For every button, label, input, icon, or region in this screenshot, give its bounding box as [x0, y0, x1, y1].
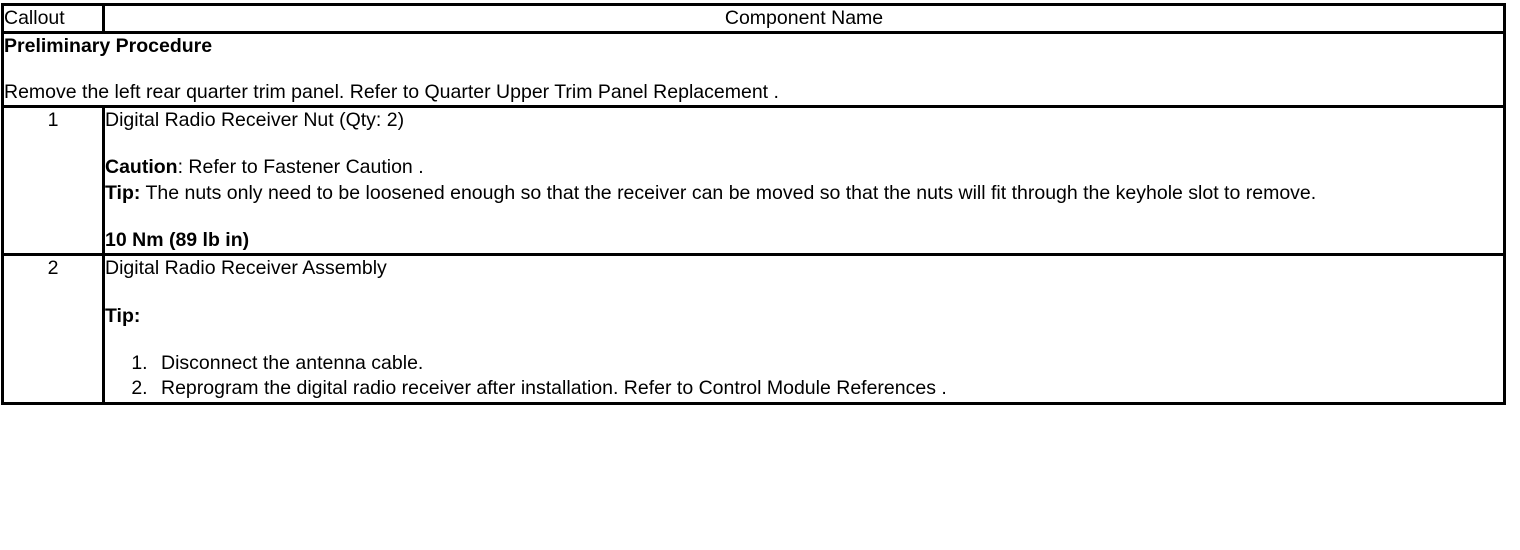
tip-label: Tip:: [105, 304, 141, 327]
tip-step-list: Disconnect the antenna cable. Reprogram …: [105, 351, 1503, 402]
preliminary-procedure-text: Remove the left rear quarter trim panel.…: [4, 80, 779, 103]
tip-line: Tip: The nuts only need to be loosened e…: [105, 181, 1503, 206]
preliminary-procedure-row: Preliminary Procedure Remove the left re…: [1, 31, 1506, 109]
preliminary-procedure-title: Preliminary Procedure: [4, 35, 213, 58]
callout-number: 2: [1, 253, 105, 405]
callout-number: 1: [1, 105, 105, 257]
component-title: Digital Radio Receiver Assembly: [105, 257, 387, 280]
preliminary-procedure-cell: Preliminary Procedure Remove the left re…: [1, 31, 1506, 109]
component-title: Digital Radio Receiver Nut (Qty: 2): [105, 109, 405, 132]
header-component-name: Component Name: [102, 2, 1506, 35]
list-item: Disconnect the antenna cable.: [153, 351, 1503, 376]
table-row: 2 Digital Radio Receiver Assembly Tip: D…: [1, 253, 1506, 405]
tip-text: The nuts only need to be loosened enough…: [140, 181, 1317, 204]
caution-text: : Refer to Fastener Caution .: [177, 156, 424, 179]
list-item: Reprogram the digital radio receiver aft…: [153, 376, 1503, 401]
component-description-cell: Digital Radio Receiver Nut (Qty: 2) Caut…: [102, 105, 1506, 257]
table-header-row: Callout Component Name: [1, 2, 1506, 35]
table-row: 1 Digital Radio Receiver Nut (Qty: 2) Ca…: [1, 105, 1506, 257]
header-callout: Callout: [1, 2, 105, 35]
component-description-cell: Digital Radio Receiver Assembly Tip: Dis…: [102, 253, 1506, 405]
tip-label: Tip:: [105, 181, 141, 204]
component-procedure-table: Callout Component Name Preliminary Proce…: [1, 2, 1506, 405]
caution-label: Caution: [105, 156, 178, 179]
caution-line: Caution: Refer to Fastener Caution .: [105, 155, 1503, 180]
torque-specification: 10 Nm (89 lb in): [105, 229, 250, 252]
